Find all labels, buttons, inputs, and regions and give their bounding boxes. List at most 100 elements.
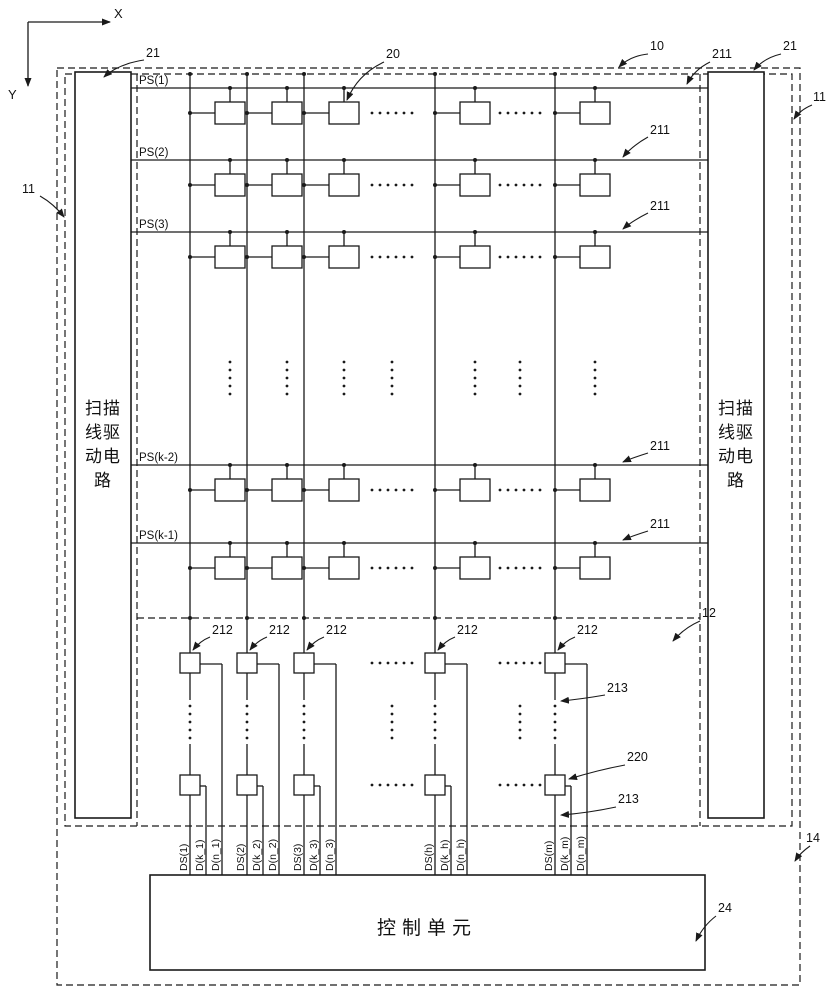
junction-dot	[433, 566, 437, 570]
junction-dot	[593, 541, 597, 545]
ellipsis-v-icon	[473, 360, 477, 364]
ellipsis-v-icon	[593, 376, 597, 380]
ellipsis-h-icon	[394, 488, 398, 492]
ellipsis-h-icon	[514, 661, 518, 665]
pixel-cell	[271, 245, 303, 269]
ellipsis-h-icon	[370, 566, 374, 570]
ellipsis-v-icon	[553, 712, 557, 716]
junction-dot	[433, 488, 437, 492]
ellipsis-h-icon	[378, 488, 382, 492]
ref-label-scan_line: 211	[650, 123, 670, 137]
ellipsis-h-icon	[522, 111, 526, 115]
ellipsis-v-icon	[228, 392, 232, 396]
ref-label-switch_top: 212	[577, 623, 598, 637]
pixel-cell	[328, 101, 360, 125]
ellipsis-v-icon	[302, 712, 306, 716]
axis-x-label: X	[114, 6, 123, 21]
ellipsis-v-icon	[390, 704, 394, 708]
ellipsis-h-icon	[378, 255, 382, 259]
junction-dot	[553, 616, 557, 620]
ellipsis-h-icon	[538, 566, 542, 570]
ellipsis-h-icon	[386, 255, 390, 259]
ellipsis-v-icon	[302, 736, 306, 740]
junction-dot	[302, 183, 306, 187]
pixel-cell	[579, 556, 611, 580]
ellipsis-h-icon	[378, 566, 382, 570]
ellipsis-v-icon	[285, 376, 289, 380]
ellipsis-v-icon	[285, 368, 289, 372]
ellipsis-h-icon	[538, 111, 542, 115]
switch-212	[544, 652, 566, 674]
ref-arrow-pixel	[346, 61, 385, 101]
junction-dot	[302, 488, 306, 492]
ellipsis-v-icon	[342, 384, 346, 388]
signal-label: D(k_3)	[308, 839, 320, 871]
ellipsis-h-icon	[522, 783, 526, 787]
ellipsis-h-icon	[522, 661, 526, 665]
ellipsis-h-icon	[370, 783, 374, 787]
junction-dot	[245, 566, 249, 570]
junction-dot	[188, 255, 192, 259]
junction-dot	[188, 72, 192, 76]
junction-dot	[285, 86, 289, 90]
ellipsis-h-icon	[530, 566, 534, 570]
pixel-cell	[328, 556, 360, 580]
scan-line-label: PS(2)	[139, 147, 169, 159]
ref-label-scan_driver: 21	[146, 46, 160, 60]
signal-label: DS(h)	[423, 844, 435, 871]
ellipsis-h-icon	[410, 661, 414, 665]
ref-arrow-data_line	[560, 806, 617, 818]
pixel-cell	[459, 245, 491, 269]
ellipsis-h-icon	[410, 488, 414, 492]
ref-label-panel: 10	[650, 39, 664, 53]
ref-arrow-substrate	[793, 104, 813, 120]
ellipsis-h-icon	[498, 255, 502, 259]
junction-dot	[593, 86, 597, 90]
signal-label: DS(m)	[543, 841, 555, 871]
signal-label: DS(2)	[235, 844, 247, 871]
ellipsis-v-icon	[228, 384, 232, 388]
ellipsis-v-icon	[593, 368, 597, 372]
junction-dot	[228, 230, 232, 234]
switch-220	[424, 774, 446, 796]
ellipsis-h-icon	[538, 183, 542, 187]
ref-arrow-panel	[618, 53, 649, 68]
pixel-cell	[214, 556, 246, 580]
ellipsis-v-icon	[518, 392, 522, 396]
ellipsis-h-icon	[514, 488, 518, 492]
ellipsis-h-icon	[498, 111, 502, 115]
scan-line-label: PS(3)	[139, 219, 169, 231]
ellipsis-v-icon	[473, 392, 477, 396]
ref-label-scan_line: 211	[712, 47, 732, 61]
control-unit-box	[149, 874, 706, 971]
ellipsis-v-icon	[390, 728, 394, 732]
pixel-cell	[214, 101, 246, 125]
junction-dot	[245, 111, 249, 115]
ellipsis-h-icon	[410, 183, 414, 187]
ellipsis-h-icon	[498, 183, 502, 187]
ellipsis-v-icon	[188, 736, 192, 740]
junction-dot	[553, 183, 557, 187]
pixel-cell	[579, 478, 611, 502]
ellipsis-v-icon	[228, 376, 232, 380]
ellipsis-h-icon	[402, 183, 406, 187]
ellipsis-v-icon	[518, 728, 522, 732]
pixel-cell	[271, 173, 303, 197]
ellipsis-h-icon	[538, 661, 542, 665]
control-unit-label: 控制单元	[377, 917, 477, 939]
ellipsis-h-icon	[402, 566, 406, 570]
junction-dot	[553, 255, 557, 259]
pixel-cell	[328, 173, 360, 197]
ellipsis-v-icon	[518, 712, 522, 716]
ellipsis-h-icon	[498, 661, 502, 665]
ellipsis-h-icon	[386, 488, 390, 492]
ellipsis-h-icon	[506, 783, 510, 787]
junction-dot	[228, 158, 232, 162]
ellipsis-h-icon	[530, 111, 534, 115]
junction-dot	[302, 111, 306, 115]
ellipsis-h-icon	[370, 661, 374, 665]
ellipsis-v-icon	[390, 360, 394, 364]
ellipsis-h-icon	[514, 183, 518, 187]
junction-dot	[433, 72, 437, 76]
ellipsis-h-icon	[410, 255, 414, 259]
